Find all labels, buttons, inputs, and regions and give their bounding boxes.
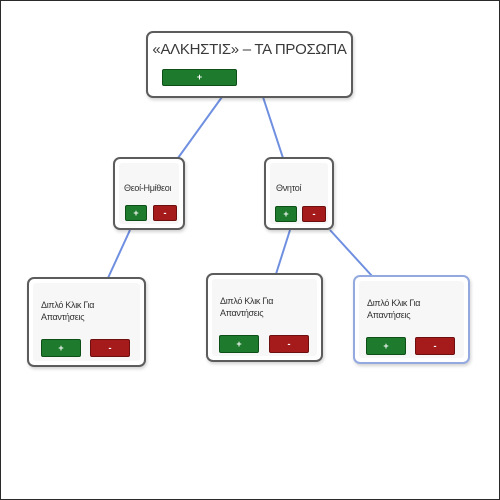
connector-root-gods: [177, 96, 223, 159]
connector-mortals-answer-3: [329, 229, 373, 277]
node-label: Διπλό Κλικ Για Απαντήσεις: [367, 298, 421, 320]
node-label: Θεοί-Ημίθεοι: [124, 183, 172, 193]
root-title: «ΑΛΚΗΣΤΙΣ» – ΤΑ ΠΡΟΣΩΠΑ: [152, 41, 347, 58]
remove-node-button[interactable]: -: [153, 205, 177, 221]
node-answer-1[interactable]: Διπλό Κλικ Για Απαντήσεις + -: [27, 277, 146, 367]
add-child-button[interactable]: +: [219, 335, 259, 353]
node-mortals[interactable]: Θνητοί + -: [264, 157, 334, 230]
remove-node-button[interactable]: -: [302, 206, 326, 222]
node-label: Θνητοί: [276, 183, 302, 193]
remove-node-button[interactable]: -: [415, 337, 455, 355]
add-child-button[interactable]: +: [366, 337, 406, 355]
node-label: Διπλό Κλικ Για Απαντήσεις: [41, 300, 95, 322]
node-answer-2[interactable]: Διπλό Κλικ Για Απαντήσεις + -: [206, 273, 323, 362]
node-answer-3[interactable]: Διπλό Κλικ Για Απαντήσεις + -: [353, 275, 470, 364]
add-child-button[interactable]: +: [162, 69, 237, 86]
remove-node-button[interactable]: -: [269, 335, 309, 353]
add-child-button[interactable]: +: [125, 205, 147, 221]
remove-node-button[interactable]: -: [90, 339, 130, 357]
connector-root-mortals: [262, 96, 284, 159]
connector-gods-answer-1: [107, 229, 131, 279]
connector-mortals-answer-2: [275, 229, 291, 275]
add-child-button[interactable]: +: [41, 339, 81, 357]
root-node[interactable]: «ΑΛΚΗΣΤΙΣ» – ΤΑ ΠΡΟΣΩΠΑ +: [146, 31, 353, 98]
node-gods-demigods[interactable]: Θεοί-Ημίθεοι + -: [113, 157, 185, 230]
add-child-button[interactable]: +: [275, 206, 297, 222]
node-label: Διπλό Κλικ Για Απαντήσεις: [220, 296, 274, 318]
